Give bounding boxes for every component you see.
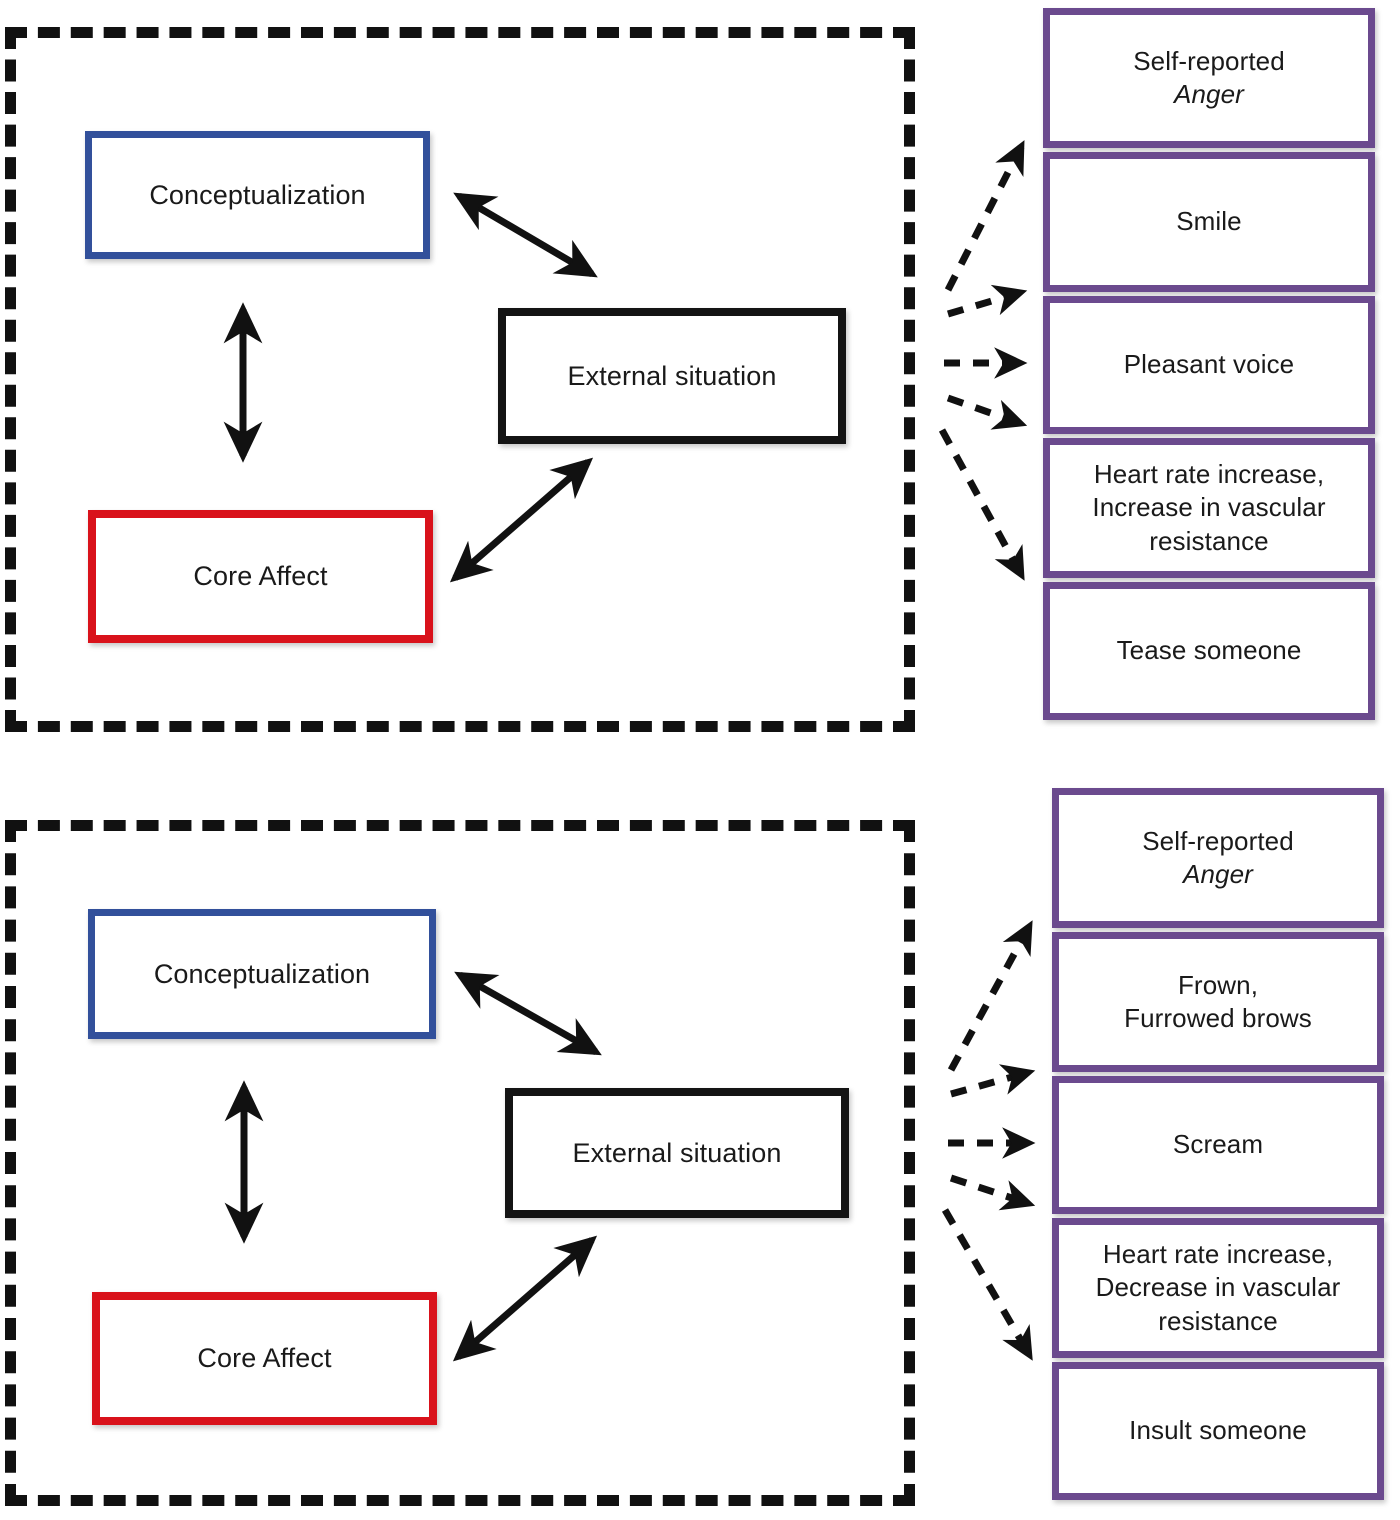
bottom-dashed-arrow-4 (949, 1174, 1036, 1211)
bottom-outcome-box-2: Frown, Furrowed brows (1052, 932, 1384, 1072)
bottom-core-affect-box: Core Affect (92, 1292, 437, 1425)
top-outcome-label-4: Heart rate increase, Increase in vascula… (1082, 458, 1335, 558)
top-outcome-box-3: Pleasant voice (1043, 296, 1375, 434)
bottom-external-situation-label: External situation (572, 1137, 782, 1168)
bottom-outcome-line1-5: Insult someone (1129, 1415, 1307, 1446)
top-outcome-label-5: Tease someone (1107, 634, 1312, 667)
bottom-outcome-line1-2: Frown, (1177, 969, 1259, 1000)
top-core-affect-box: Core Affect (88, 510, 433, 643)
top-outcome-label-1: Self-reported Anger (1123, 45, 1295, 112)
top-core-affect-label: Core Affect (193, 561, 328, 592)
top-panel-dashed-border (5, 27, 915, 732)
top-outcome-label-2: Smile (1166, 205, 1252, 238)
bottom-outcome-box-3: Scream (1052, 1076, 1384, 1214)
top-external-situation-box: External situation (498, 308, 846, 444)
top-dashed-arrow-5 (938, 428, 1026, 581)
top-outcome-line1-5: Tease someone (1116, 635, 1302, 666)
bottom-dashed-arrow-2 (950, 1064, 1036, 1098)
bottom-panel-dashed-border (5, 820, 915, 1506)
bottom-outcome-label-4: Heart rate increase, Decrease in vascula… (1086, 1238, 1351, 1338)
top-conceptualization-label: Conceptualization (149, 179, 366, 210)
bottom-outcome-box-5: Insult someone (1052, 1362, 1384, 1500)
bottom-outcome-line2-1: Anger (1183, 859, 1253, 889)
bottom-outcome-box-4: Heart rate increase, Decrease in vascula… (1052, 1218, 1384, 1358)
bottom-outcome-line1-4: Heart rate increase, (1102, 1239, 1334, 1270)
bottom-outcome-box-1: Self-reported Anger (1052, 788, 1384, 928)
top-outcome-line3-4: resistance (1149, 525, 1269, 556)
bottom-external-situation-box: External situation (505, 1088, 849, 1218)
top-conceptualization-box: Conceptualization (85, 131, 430, 259)
top-dashed-arrow-2 (947, 284, 1028, 318)
top-outcome-line1-1: Self-reported (1133, 45, 1285, 76)
top-external-situation-label: External situation (567, 360, 777, 391)
bottom-outcome-label-2: Frown, Furrowed brows (1114, 969, 1322, 1036)
top-outcome-line1-2: Smile (1176, 206, 1242, 237)
bottom-outcome-line2-2: Furrowed brows (1124, 1003, 1312, 1033)
top-outcome-label-3: Pleasant voice (1114, 348, 1305, 381)
top-outcome-line2-1: Anger (1174, 79, 1244, 109)
top-outcome-line1-3: Pleasant voice (1123, 349, 1295, 380)
bottom-outcome-label-5: Insult someone (1119, 1414, 1317, 1447)
top-dashed-arrow-4 (946, 394, 1028, 430)
top-outcome-box-1: Self-reported Anger (1043, 8, 1375, 148)
top-outcome-box-4: Heart rate increase, Increase in vascula… (1043, 438, 1375, 578)
bottom-outcome-line1-3: Scream (1172, 1129, 1264, 1160)
bottom-dashed-arrow-1 (947, 920, 1034, 1072)
top-outcome-box-5: Tease someone (1043, 582, 1375, 720)
bottom-core-affect-label: Core Affect (197, 1343, 332, 1374)
top-dashed-arrow-1 (944, 140, 1026, 292)
bottom-outcome-line1-1: Self-reported (1142, 825, 1294, 856)
bottom-outcome-label-3: Scream (1163, 1128, 1273, 1161)
bottom-conceptualization-label: Conceptualization (153, 958, 371, 989)
bottom-outcome-line2-4: Decrease in vascular (1095, 1272, 1341, 1303)
top-outcome-line2-4: Increase in vascular (1092, 492, 1326, 523)
bottom-outcome-label-1: Self-reported Anger (1132, 825, 1304, 892)
bottom-dashed-arrow-5 (941, 1208, 1034, 1361)
bottom-conceptualization-box: Conceptualization (88, 909, 436, 1039)
top-outcome-box-2: Smile (1043, 152, 1375, 292)
bottom-outcome-line3-4: resistance (1158, 1305, 1278, 1336)
top-outcome-line1-4: Heart rate increase, (1093, 459, 1325, 490)
